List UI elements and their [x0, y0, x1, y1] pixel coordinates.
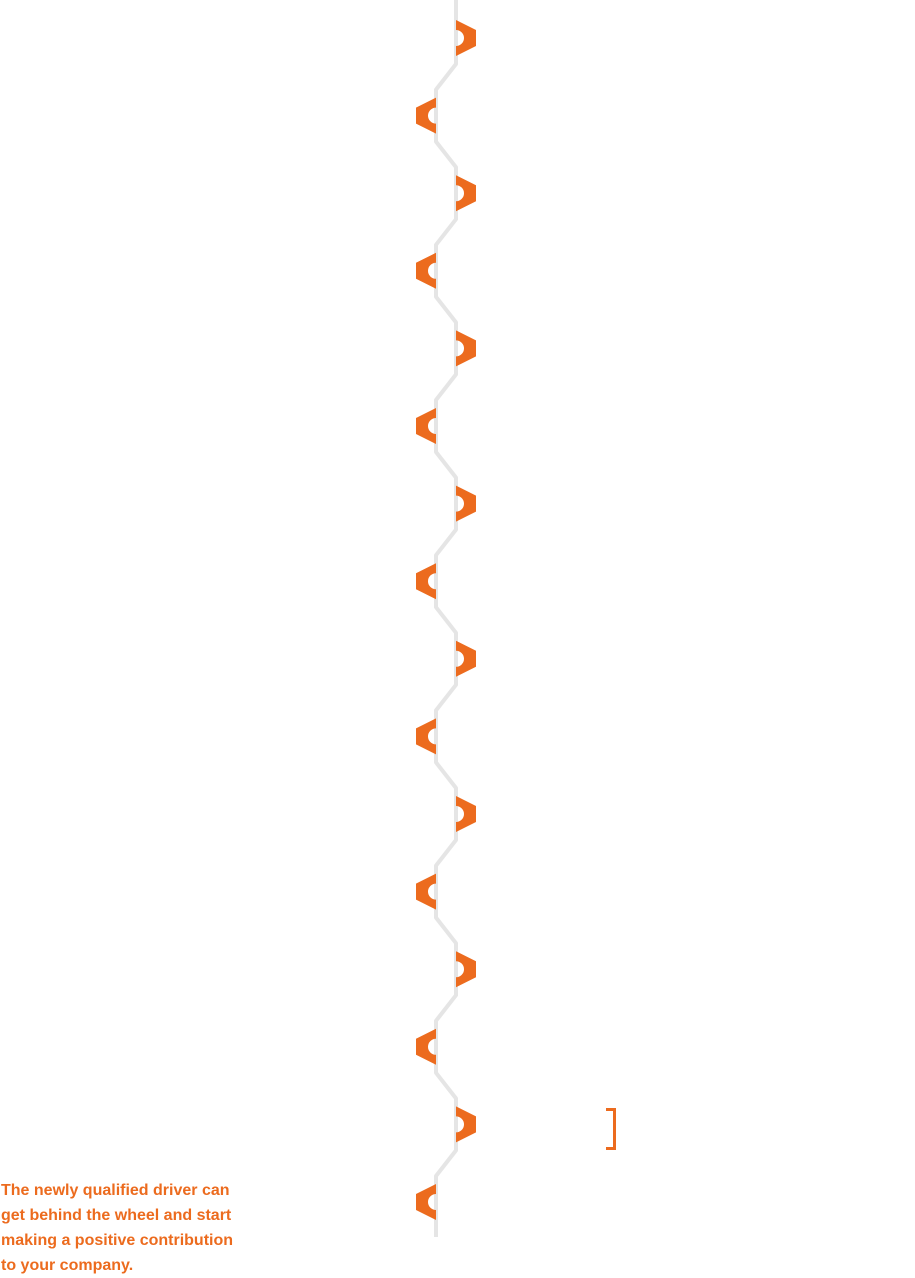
timeline-marker-icon	[416, 408, 436, 444]
timeline-marker-icon	[416, 1184, 436, 1220]
timeline-marker-icon	[456, 485, 476, 522]
timeline-marker-icon	[416, 1028, 436, 1065]
caption-text: The newly qualified driver can get behin…	[1, 1182, 234, 1274]
timeline-marker-icon	[416, 97, 436, 134]
timeline-marker-icon	[456, 951, 476, 988]
timeline-marker-icon	[416, 718, 436, 755]
timeline-marker-icon	[456, 175, 476, 212]
timeline-marker-icon	[416, 873, 436, 910]
timeline-marker-icon	[456, 20, 476, 56]
timeline-marker-icon	[416, 563, 436, 600]
timeline-marker-icon	[416, 252, 436, 289]
timeline-marker-icon	[456, 1106, 476, 1143]
timeline-marker-icon	[456, 640, 476, 677]
bracket-icon	[606, 1108, 616, 1150]
timeline-marker-icon	[456, 796, 476, 832]
timeline-connector-line	[434, 0, 458, 1237]
timeline-marker-icon	[456, 330, 476, 367]
